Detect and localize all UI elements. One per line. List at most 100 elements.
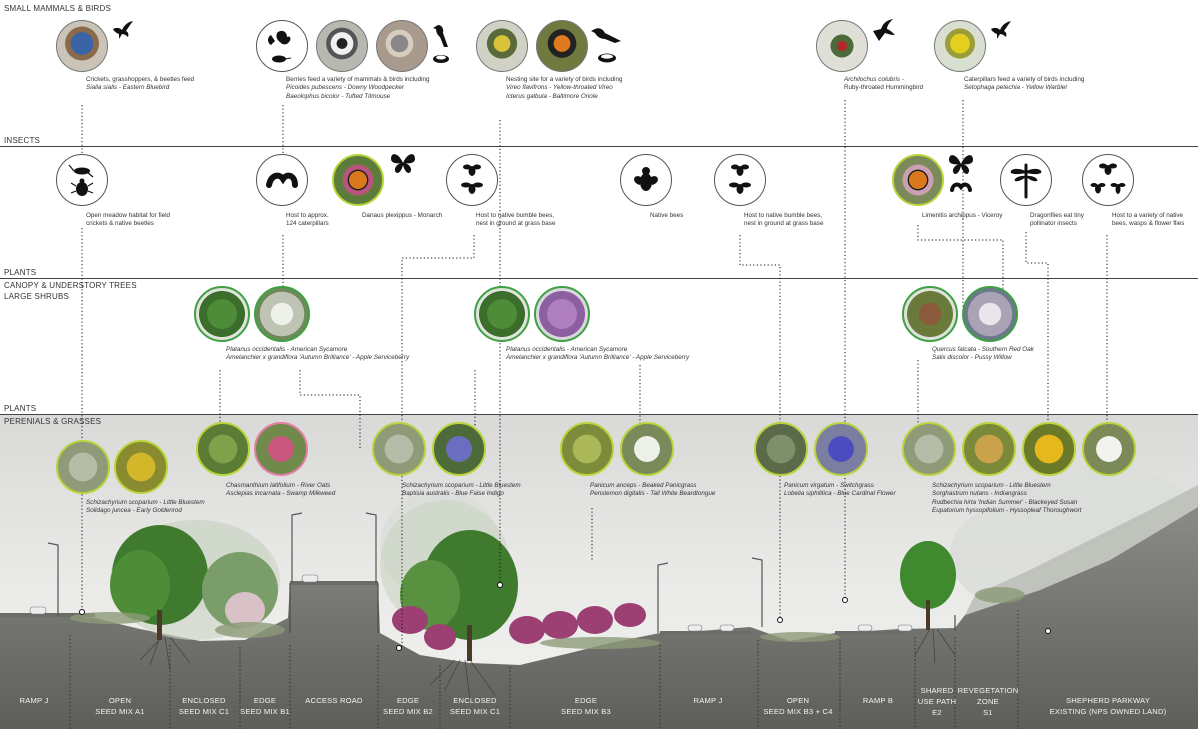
insect-caption-4: Host to native bumble bees, nest in grou… (476, 212, 556, 228)
bee-icon (731, 164, 749, 176)
bee-icon (463, 164, 481, 176)
indiangrass-photo (962, 422, 1016, 476)
zone-label-ramp-b: RAMP B (862, 696, 894, 705)
fly-icon (634, 167, 658, 191)
hummingbird-icon (870, 16, 898, 44)
tree-caption-1: Platanus occidentalis - American Sycamor… (226, 346, 410, 362)
fly-icon-circle (620, 154, 672, 206)
bird-nest-icons (430, 18, 452, 68)
divider-plants-2 (0, 414, 1198, 415)
little-bluestem-photo (902, 422, 956, 476)
connector-dot (79, 609, 85, 615)
american-sycamore-photo (474, 286, 530, 342)
zone-label-ramp-j-2: RAMP J (693, 696, 723, 705)
hyssopleaf-thoroughwort-photo (1082, 422, 1136, 476)
tree-caption-3: Quercus falcata - Southern Red Oak Salix… (932, 346, 1034, 362)
viceroy-photo (892, 154, 944, 206)
divider-insects (0, 146, 1198, 147)
cricket-icon (68, 164, 94, 178)
apple-serviceberry-photo (534, 286, 590, 342)
swamp-milkweed-photo (254, 422, 308, 476)
blue-false-indigo-photo (432, 422, 486, 476)
tufted-titmouse-photo (376, 20, 428, 72)
grass-caption-3: Schizachyrium scoparium - Little Blueste… (402, 482, 521, 498)
insect-caption-2: Host to approx. 124 caterpillars (286, 212, 329, 228)
ruby-throated-hummingbird-photo (816, 20, 868, 72)
nest-icon (433, 55, 449, 63)
dragonfly-icon-circle (1000, 154, 1052, 206)
early-goldenrod-photo (114, 440, 168, 494)
connector-dot (396, 645, 402, 651)
grass-caption-4: Panicum anceps - Beaked Panicgrass Penst… (590, 482, 716, 498)
bird-silhouette-icon (988, 18, 1014, 44)
bee-icon (461, 182, 483, 194)
caterpillar-icon (950, 182, 972, 192)
pussy-willow-photo (962, 286, 1018, 342)
eastern-bluebird-photo (56, 20, 108, 72)
section-label-perennials: PERENIALS & GRASSES (4, 417, 102, 426)
yellow-throated-vireo-photo (476, 20, 528, 72)
southern-red-oak-photo (902, 286, 958, 342)
yellow-warbler-photo (934, 20, 986, 72)
section-label-plants-2: PLANTS (4, 404, 37, 413)
insect-caption-7: Limenitis archippus - Viceroy (922, 212, 1003, 219)
beetle-icon (70, 178, 94, 196)
divider-plants-1 (0, 278, 1198, 279)
grass-caption-1: Schizachyrium scoparium - Little Blueste… (86, 499, 205, 515)
bird-caption-2: Berries feed a variety of mammals & bird… (286, 76, 430, 100)
section-label-insects: INSECTS (4, 136, 41, 145)
connector-dot (777, 617, 783, 623)
tall-white-beardtongue-photo (620, 422, 674, 476)
bird-caption-3: Nesting site for a variety of birds incl… (506, 76, 623, 100)
bird-silhouette-icon (110, 18, 136, 44)
wasp-icon (1110, 183, 1126, 194)
section-label-plants-1: PLANTS (4, 268, 37, 277)
little-bluestem-photo (372, 422, 426, 476)
squirrel-mouse-icon-circle (256, 20, 308, 72)
monarch-photo (332, 154, 384, 206)
baltimore-oriole-photo (536, 20, 588, 72)
bee-icon-circle (714, 154, 766, 206)
cricket-beetle-icon-circle (56, 154, 108, 206)
insect-caption-8: Dragonflies eat tiny pollinator insects (1030, 212, 1084, 228)
bird-caption-5: Caterpillars feed a variety of birds inc… (964, 76, 1085, 92)
bird-caption-1: Crickets, grasshoppers, & beetles feed S… (86, 76, 195, 92)
caterpillar-icon (266, 172, 298, 188)
blackeyed-susan-photo (1022, 422, 1076, 476)
blue-cardinal-flower-photo (814, 422, 868, 476)
butterfly-icon (388, 150, 418, 176)
bird-silhouette-icon (433, 25, 448, 47)
zone-label-ramp-j: RAMP J (19, 696, 49, 705)
grass-caption-6: Schizachyrium scoparium - Little Blueste… (932, 482, 1082, 515)
butterfly-caterpillar-icons (946, 150, 976, 194)
bee-icon (1090, 183, 1106, 194)
bee-icon-circle (446, 154, 498, 206)
insect-caption-6: Host to native bumble bees, nest in grou… (744, 212, 824, 228)
river-oats-photo (196, 422, 250, 476)
insect-caption-1: Open meadow habitat for field crickets &… (86, 212, 171, 228)
butterfly-icon (949, 155, 973, 174)
connector-dot (842, 597, 848, 603)
little-bluestem-photo (56, 440, 110, 494)
bird-silhouette-icon (591, 28, 621, 43)
connector-dot (497, 582, 503, 588)
zone-label-access-road: ACCESS ROAD (305, 696, 363, 705)
connector-dot (1045, 628, 1051, 634)
grass-caption-2: Chasmanthium latifolium - River Oats Asc… (226, 482, 336, 498)
bee-wasp-fly-icon-circle (1082, 154, 1134, 206)
insect-caption-5: Native bees (650, 212, 684, 219)
nest-icon (598, 53, 616, 63)
apple-serviceberry-photo (254, 286, 310, 342)
squirrel-icon (268, 30, 292, 63)
